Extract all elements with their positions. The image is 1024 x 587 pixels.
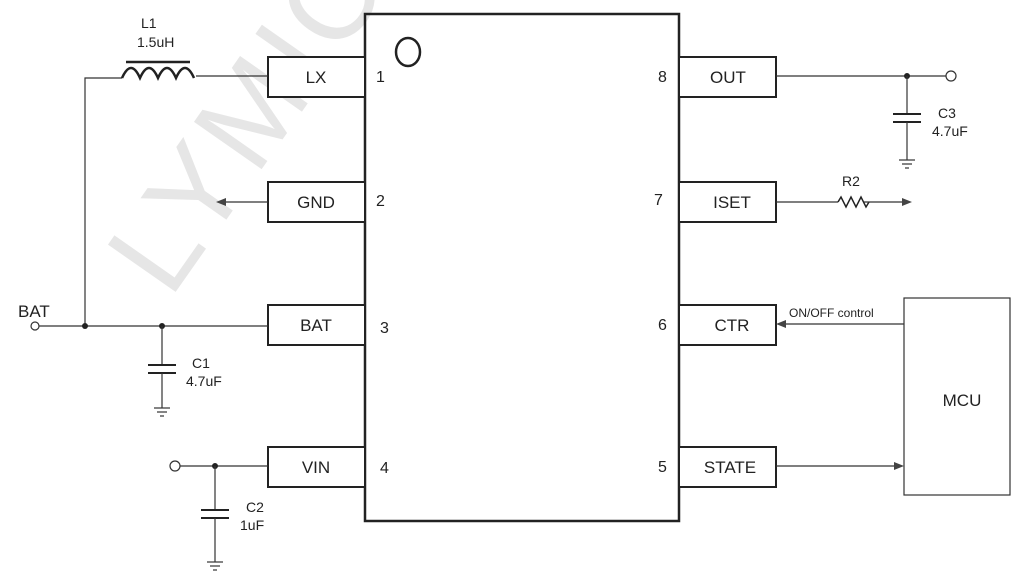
mcu-label: MCU [943, 391, 982, 410]
ctr-signal-label: ON/OFF control [789, 306, 874, 320]
pin-gnd-number: 2 [376, 193, 385, 210]
pin-iset: ISET 7 [654, 181, 777, 223]
c1-name: C1 [192, 355, 210, 371]
capacitor-c3: C3 4.7uF [893, 76, 968, 169]
pin-vin-label: VIN [302, 458, 330, 477]
pin-lx-number: 1 [376, 69, 385, 86]
pin-iset-number: 7 [654, 192, 663, 209]
ctr-control-line: ON/OFF control [776, 306, 904, 328]
c2-name: C2 [246, 499, 264, 515]
pin-bat-label: BAT [300, 316, 332, 335]
pin1-marker [394, 36, 422, 68]
gnd-arrow [216, 198, 268, 206]
pin-bat-number: 3 [380, 320, 389, 337]
out-node [776, 70, 957, 82]
pin-gnd: GND 2 [267, 181, 385, 223]
pin-state: STATE 5 [658, 446, 777, 488]
resistor-r2: R2 [776, 173, 912, 209]
c2-ground-icon [207, 561, 223, 571]
pin-out: OUT 8 [658, 56, 777, 98]
state-line [776, 462, 904, 470]
pin-iset-label: ISET [713, 193, 751, 212]
pin-lx: LX 1 [267, 56, 385, 98]
r2-name: R2 [842, 173, 860, 189]
pin-out-label: OUT [710, 68, 746, 87]
ic-body [363, 12, 681, 523]
c1-ground-icon [154, 407, 170, 417]
vin-node [169, 460, 268, 472]
pin-vin: VIN 4 [267, 446, 389, 488]
bat-node: BAT [18, 302, 268, 331]
pin-lx-label: LX [306, 68, 327, 87]
pin-state-number: 5 [658, 459, 667, 476]
capacitor-c1: C1 4.7uF [148, 326, 222, 417]
l1-value: 1.5uH [137, 34, 174, 50]
c1-value: 4.7uF [186, 373, 222, 389]
pin-ctr: CTR 6 [658, 304, 777, 346]
pin-out-number: 8 [658, 69, 667, 86]
pin-ctr-number: 6 [658, 317, 667, 334]
capacitor-c2: C2 1uF [201, 466, 264, 571]
pin-bat: BAT 3 [267, 304, 389, 346]
l1-name: L1 [141, 15, 157, 31]
inductor-l1: L1 1.5uH [84, 15, 268, 326]
c3-value: 4.7uF [932, 123, 968, 139]
c3-ground-icon [899, 159, 915, 169]
pin-gnd-label: GND [297, 193, 335, 212]
pin-state-label: STATE [704, 458, 756, 477]
bat-node-label: BAT [18, 302, 50, 321]
pin-ctr-label: CTR [715, 316, 750, 335]
pin-vin-number: 4 [380, 460, 389, 477]
mcu-block: MCU [903, 297, 1011, 496]
c2-value: 1uF [240, 517, 264, 533]
c3-name: C3 [938, 105, 956, 121]
